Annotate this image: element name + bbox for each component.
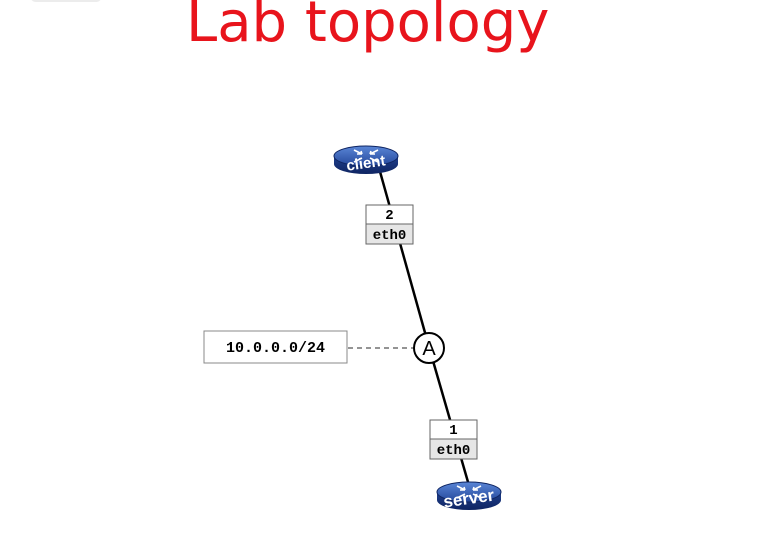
client-interface-name: eth0 bbox=[373, 228, 407, 244]
client-label: client bbox=[345, 152, 386, 174]
router-icon bbox=[333, 145, 399, 174]
subnet-label-box: 10.0.0.0/24 bbox=[203, 330, 348, 364]
server-router[interactable]: server bbox=[436, 481, 502, 511]
client-router[interactable]: client bbox=[333, 145, 399, 175]
server-interface-box: 1 eth0 bbox=[429, 419, 478, 460]
slide-title: Lab topology bbox=[186, 0, 550, 55]
collision-domain-label: A bbox=[422, 338, 436, 360]
subnet-label: 10.0.0.0/24 bbox=[226, 340, 325, 357]
server-interface-number: 1 bbox=[449, 423, 457, 439]
client-interface-box: 2 eth0 bbox=[365, 204, 414, 245]
server-interface-name: eth0 bbox=[437, 443, 471, 459]
link-domain-to-server bbox=[427, 346, 470, 483]
client-interface-number: 2 bbox=[385, 208, 393, 224]
corner-tab bbox=[30, 0, 102, 2]
link-client-to-domain bbox=[377, 167, 431, 348]
collision-domain-node[interactable]: A bbox=[413, 332, 445, 364]
router-icon bbox=[436, 481, 502, 510]
